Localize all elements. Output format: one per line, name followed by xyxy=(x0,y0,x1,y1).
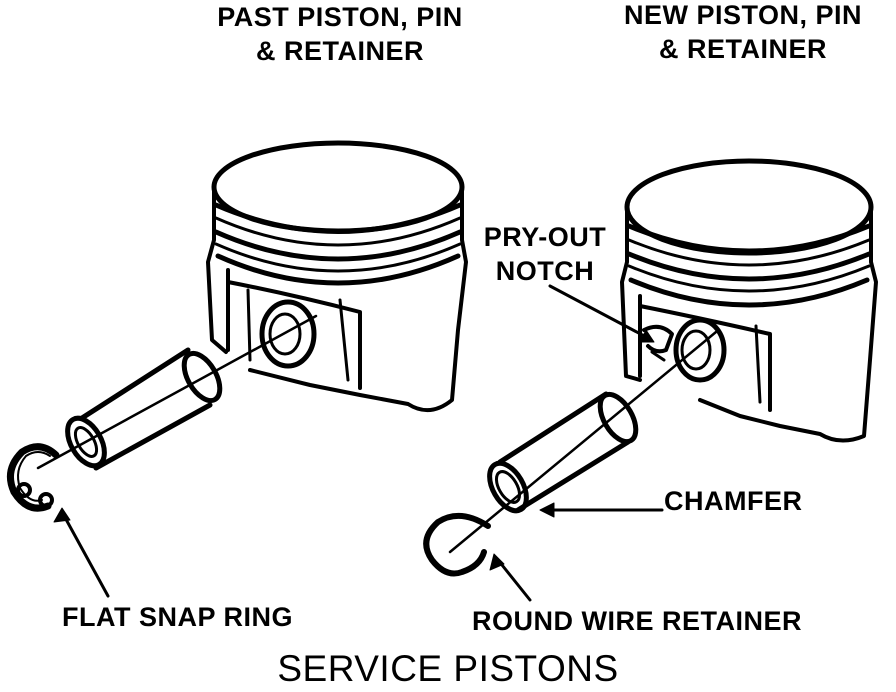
label-flat-snap-ring: FLAT SNAP RING xyxy=(62,602,294,632)
round-wire-retainer xyxy=(423,513,491,577)
diagram-title: SERVICE PISTONS xyxy=(277,648,619,689)
label-pry-out-line2: NOTCH xyxy=(495,256,595,286)
new-piston-pin xyxy=(487,391,639,514)
label-past-piston-line2: & RETAINER xyxy=(255,36,424,66)
flat-snap-ring xyxy=(6,443,60,512)
new-piston xyxy=(423,158,878,602)
past-piston-pin xyxy=(65,347,223,471)
label-pry-out-notch: PRY-OUT NOTCH xyxy=(470,220,620,288)
label-new-piston-pin-retainer: NEW PISTON, PIN & RETAINER xyxy=(608,0,878,66)
label-past-piston-pin-retainer: PAST PISTON, PIN & RETAINER xyxy=(205,0,475,68)
past-piston xyxy=(6,140,468,598)
label-past-piston-line1: PAST PISTON, PIN xyxy=(217,2,463,32)
label-new-piston-line1: NEW PISTON, PIN xyxy=(623,0,863,30)
label-chamfer: CHAMFER xyxy=(664,486,803,516)
label-pry-out-line1: PRY-OUT xyxy=(483,222,607,252)
label-new-piston-line2: & RETAINER xyxy=(658,34,827,64)
label-round-wire-retainer: ROUND WIRE RETAINER xyxy=(472,606,802,636)
